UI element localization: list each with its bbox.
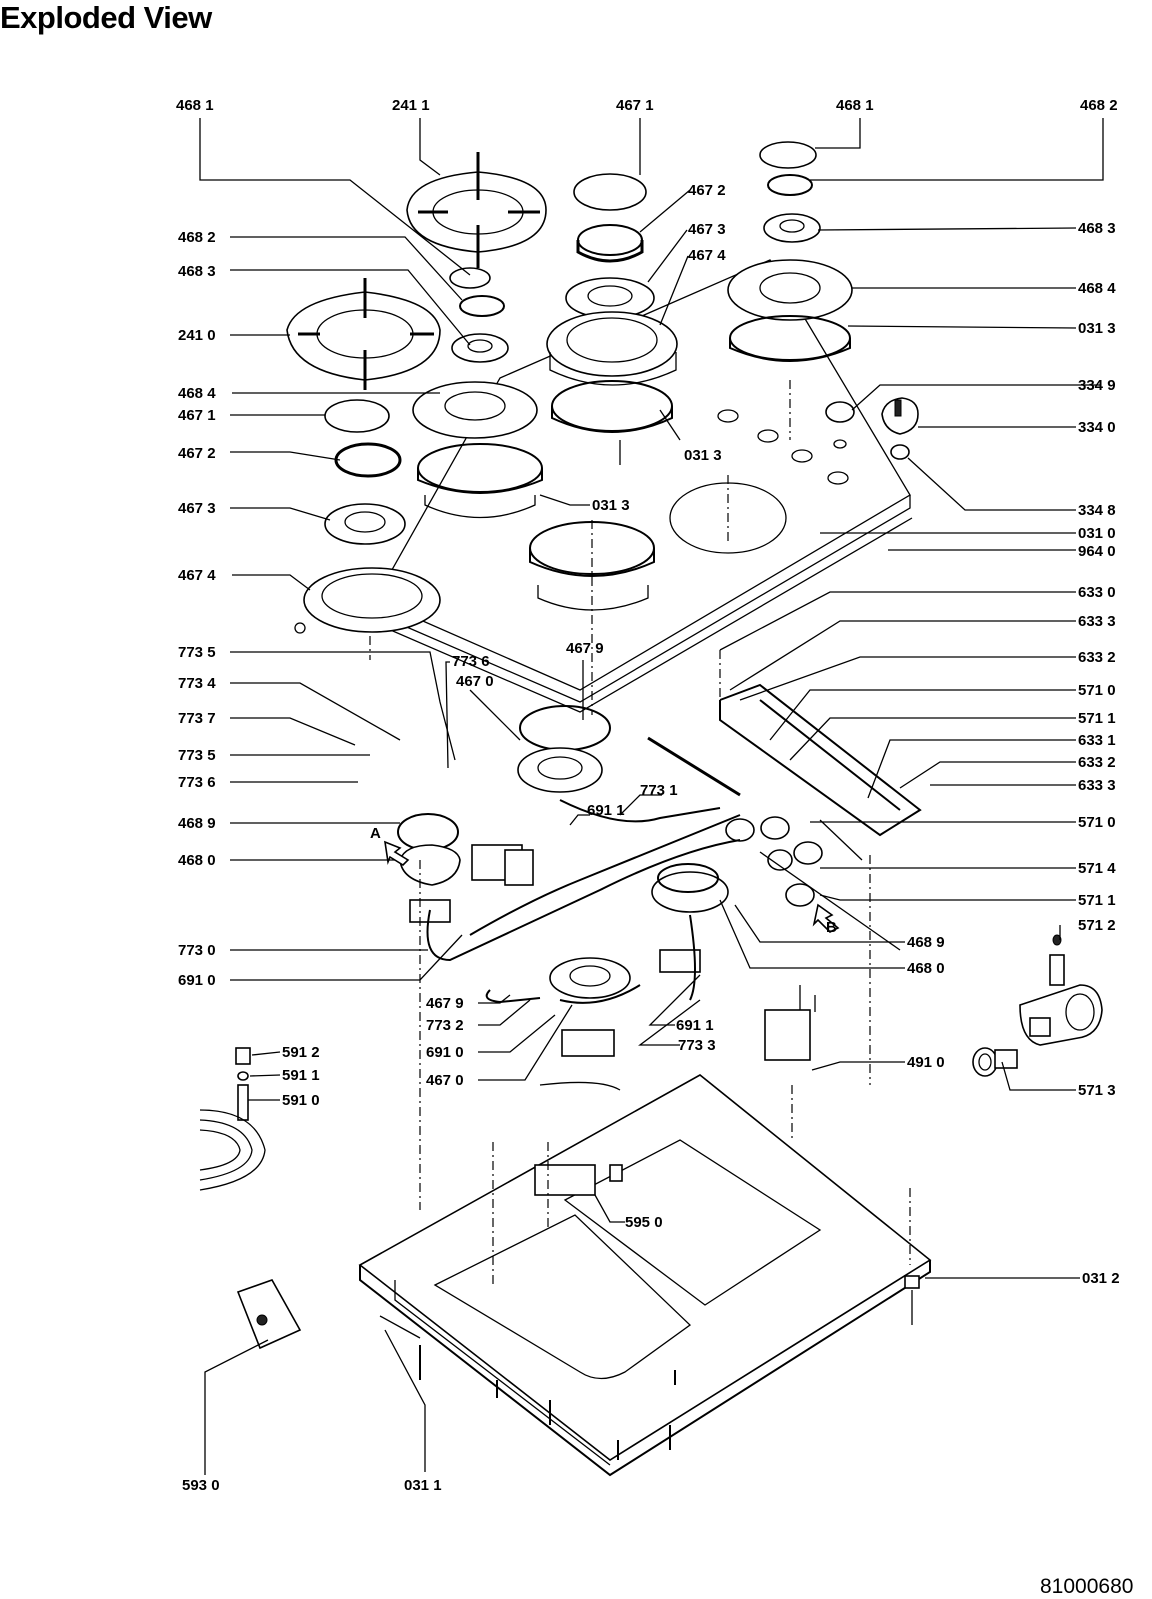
callout-label: 031 2 [1082, 1270, 1120, 1287]
callout-label: 468 3 [178, 263, 216, 280]
parts-bag [236, 1279, 302, 1350]
callout-label: 591 1 [282, 1067, 320, 1084]
callout-label: 595 0 [625, 1214, 663, 1231]
view-arrows [384, 840, 410, 867]
spark-generator [471, 844, 816, 1061]
callout-label: 241 1 [392, 97, 430, 114]
callout-label: 633 2 [1078, 754, 1116, 771]
callout-label: 571 0 [1078, 814, 1116, 831]
document-number: 81000680 [1040, 1575, 1134, 1598]
callout-label: 467 0 [456, 673, 494, 690]
callout-label: 773 0 [178, 942, 216, 959]
callout-label: 468 9 [907, 934, 945, 951]
callout-label: 633 1 [1078, 732, 1116, 749]
callout-label: 467 4 [178, 567, 216, 584]
burner-stack-left [294, 399, 441, 634]
callout-label: 571 1 [1078, 710, 1116, 727]
callout-label: 334 9 [1078, 377, 1116, 394]
pan-support-241-1 [406, 152, 547, 268]
callout-label: 571 4 [1078, 860, 1116, 877]
callout-label: 468 4 [1078, 280, 1116, 297]
callout-label: 571 0 [1078, 682, 1116, 699]
callout-label: 691 0 [178, 972, 216, 989]
burner-stack-right [727, 141, 853, 362]
callout-label: 964 0 [1078, 543, 1116, 560]
callout-label: 031 1 [404, 1477, 442, 1494]
callout-label: 468 9 [178, 815, 216, 832]
callout-label: 241 0 [178, 327, 216, 344]
callout-label: 773 4 [178, 675, 216, 692]
callout-label: 468 0 [907, 960, 945, 977]
callout-label: 633 0 [1078, 584, 1116, 601]
leader-lines [199, 118, 1104, 1475]
callout-label: 591 2 [282, 1044, 320, 1061]
callout-label: 467 9 [426, 995, 464, 1012]
callout-label: 773 6 [452, 653, 490, 670]
callout-label: 491 0 [907, 1054, 945, 1071]
callout-label: 467 3 [688, 221, 726, 238]
callout-label: 773 6 [178, 774, 216, 791]
callout-label: 591 0 [282, 1092, 320, 1109]
callout-label: 467 3 [178, 500, 216, 517]
callout-label: 468 2 [178, 229, 216, 246]
callout-label: 691 1 [676, 1017, 714, 1034]
callout-label: 773 5 [178, 747, 216, 764]
callout-label: 467 2 [688, 182, 726, 199]
valve-571-side [972, 934, 1103, 1077]
callout-label: 467 9 [566, 640, 604, 657]
callout-label: 468 1 [836, 97, 874, 114]
callout-label: 468 3 [1078, 220, 1116, 237]
callout-label: 468 0 [178, 852, 216, 869]
callout-label: 467 1 [616, 97, 654, 114]
callout-labels: 468 1 241 1 467 1 468 1 468 2 467 2 467 … [176, 97, 1120, 1494]
callout-label: 773 2 [426, 1017, 464, 1034]
callout-label: 633 3 [1078, 613, 1116, 630]
alignment-lines [369, 380, 911, 1285]
callout-label: 031 3 [684, 447, 722, 464]
callout-label: 773 1 [640, 782, 678, 799]
callout-label: 691 1 [587, 802, 625, 819]
callout-label: 468 2 [1080, 97, 1118, 114]
callout-label: 691 0 [426, 1044, 464, 1061]
callout-label: 633 2 [1078, 649, 1116, 666]
callout-label: 467 0 [426, 1072, 464, 1089]
callout-label: 571 3 [1078, 1082, 1116, 1099]
callout-label: 334 0 [1078, 419, 1116, 436]
callout-label: A [370, 825, 381, 842]
injector-parts [199, 1047, 266, 1191]
callout-label: 633 3 [1078, 777, 1116, 794]
page-title: Exploded View [0, 0, 212, 35]
callout-label: 773 5 [178, 644, 216, 661]
knob-parts [825, 397, 919, 460]
callout-label: B [826, 919, 837, 936]
callout-label: 773 7 [178, 710, 216, 727]
callout-label: 571 1 [1078, 892, 1116, 909]
callout-label: 467 4 [688, 247, 726, 264]
gas-tubes [426, 799, 741, 1091]
pan-support-241-0 [286, 278, 441, 390]
callout-label: 031 3 [1078, 320, 1116, 337]
callout-label: 031 0 [1078, 525, 1116, 542]
callout-label: 593 0 [182, 1477, 220, 1494]
bottom-tray [358, 1074, 932, 1477]
callout-label: 334 8 [1078, 502, 1116, 519]
callout-label: 031 3 [592, 497, 630, 514]
callout-label: 467 2 [178, 445, 216, 462]
callout-label: 571 2 [1078, 917, 1116, 934]
callout-label: 468 1 [176, 97, 214, 114]
callout-label: 467 1 [178, 407, 216, 424]
burner-stack-center [546, 173, 678, 465]
callout-label: 773 3 [678, 1037, 716, 1054]
callout-label: 468 4 [178, 385, 216, 402]
